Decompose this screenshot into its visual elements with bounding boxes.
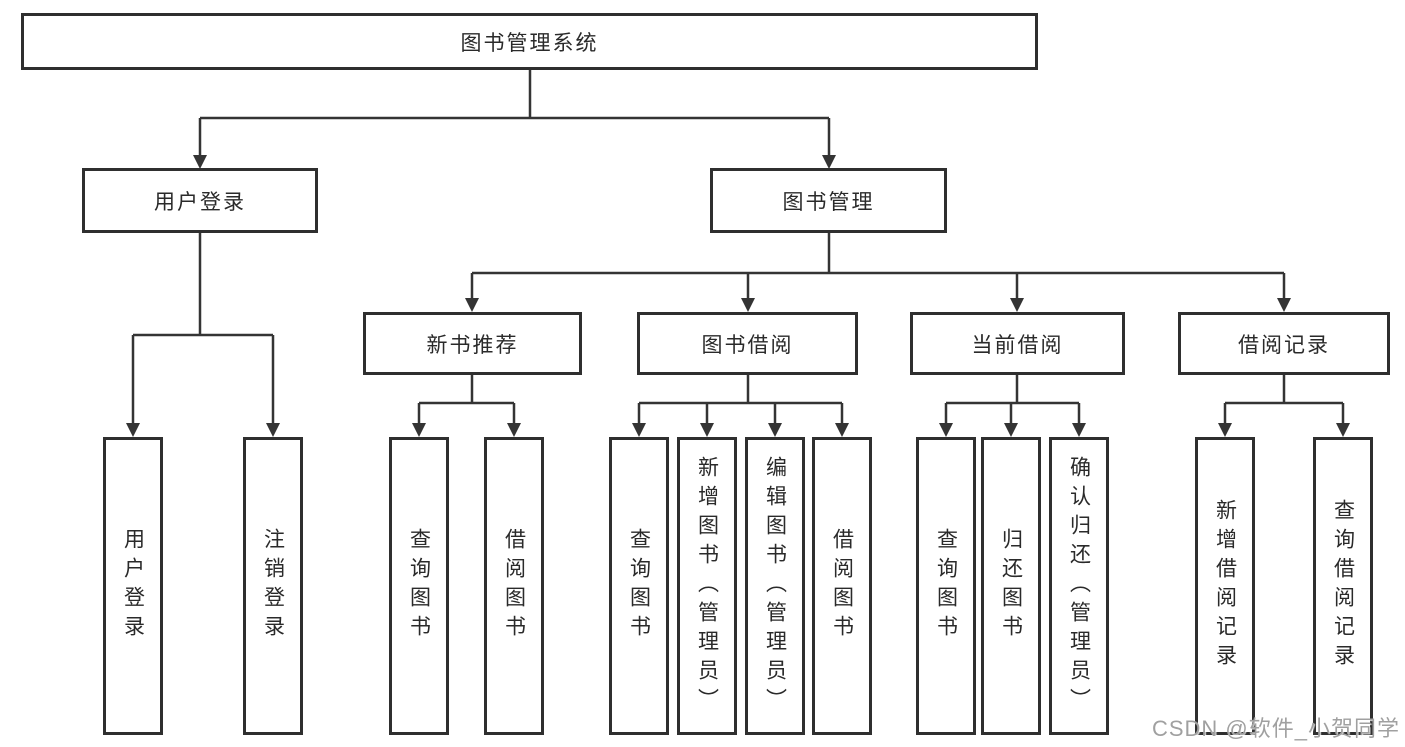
leaf-query-books-current: 查询图书: [916, 437, 976, 735]
leaf-add-borrow-record-label: 新增借阅记录: [1213, 499, 1237, 673]
node-user-login: 用户登录: [82, 168, 318, 233]
node-current-borrowing: 当前借阅: [910, 312, 1125, 375]
leaf-logout: 注销登录: [243, 437, 303, 735]
leaf-query-books-current-label: 查询图书: [934, 528, 958, 644]
node-book-borrowing: 图书借阅: [637, 312, 858, 375]
node-new-book-recommendation: 新书推荐: [363, 312, 582, 375]
leaf-return-books: 归还图书: [981, 437, 1041, 735]
leaf-logout-label: 注销登录: [261, 528, 285, 644]
leaf-borrow-books-label: 借阅图书: [830, 528, 854, 644]
leaf-add-books-admin-label: 新增图书（管理员）: [695, 455, 719, 717]
node-book-management: 图书管理: [710, 168, 947, 233]
node-user-login-label: 用户登录: [154, 190, 246, 214]
leaf-borrow-books-recommend: 借阅图书: [484, 437, 544, 735]
leaf-user-login: 用户登录: [103, 437, 163, 735]
leaf-query-borrow-record: 查询借阅记录: [1313, 437, 1373, 735]
arrowheads: [126, 155, 1350, 437]
leaf-query-books-borrow-label: 查询图书: [627, 528, 651, 644]
leaf-return-books-label: 归还图书: [999, 528, 1023, 644]
node-root: 图书管理系统: [21, 13, 1038, 70]
leaf-query-books-recommend: 查询图书: [389, 437, 449, 735]
leaf-user-login-label: 用户登录: [121, 528, 145, 644]
node-borrowing-records: 借阅记录: [1178, 312, 1390, 375]
leaf-confirm-return-admin-label: 确认归还（管理员）: [1067, 455, 1091, 717]
node-book-borrowing-label: 图书借阅: [701, 333, 794, 357]
node-book-management-label: 图书管理: [782, 190, 875, 214]
leaf-query-borrow-record-label: 查询借阅记录: [1331, 499, 1355, 673]
leaf-borrow-books: 借阅图书: [812, 437, 872, 735]
leaf-edit-books-admin: 编辑图书（管理员）: [745, 437, 805, 735]
leaf-borrow-books-recommend-label: 借阅图书: [502, 528, 526, 644]
leaf-add-borrow-record: 新增借阅记录: [1195, 437, 1255, 735]
leaf-edit-books-admin-label: 编辑图书（管理员）: [763, 455, 787, 717]
leaf-confirm-return-admin: 确认归还（管理员）: [1049, 437, 1109, 735]
node-borrowing-records-label: 借阅记录: [1238, 333, 1330, 357]
leaf-query-books-borrow: 查询图书: [609, 437, 669, 735]
node-new-book-recommendation-label: 新书推荐: [426, 333, 519, 357]
leaf-query-books-recommend-label: 查询图书: [407, 528, 431, 644]
node-current-borrowing-label: 当前借阅: [971, 333, 1064, 357]
node-root-label: 图书管理系统: [460, 31, 599, 55]
leaf-add-books-admin: 新增图书（管理员）: [677, 437, 737, 735]
